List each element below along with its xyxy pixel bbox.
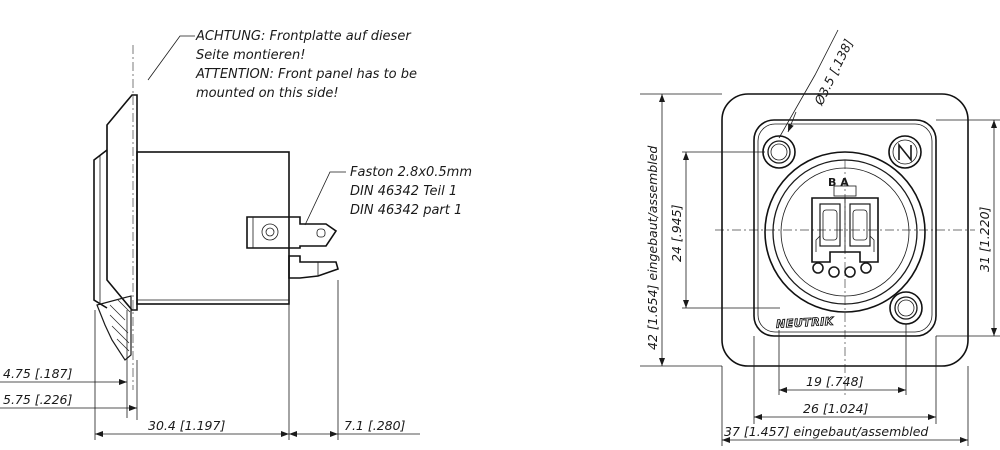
connector-outer-ring [764, 151, 926, 313]
warning-text-2: Seite montieren! [196, 48, 305, 63]
dim-width: 26 [1.024] [803, 401, 869, 416]
nose-ring [93, 149, 108, 309]
front-view [640, 29, 1000, 446]
warning-text-1: ACHTUNG: Frontplatte auf dieser [195, 29, 412, 44]
faston-terminal-2 [288, 255, 339, 279]
front-flange [106, 94, 138, 311]
faston-text-1: Faston 2.8x0.5mm [350, 165, 472, 180]
rj45-insert [811, 197, 879, 263]
dim-body-length: 30.4 [1.197] [148, 418, 225, 433]
hole-diameter-leader [778, 29, 839, 139]
brand-label: NEUTRIK [776, 315, 835, 331]
mounting-plate [753, 119, 937, 337]
housing-body [136, 151, 290, 305]
dim-hole-spacing-v: 24 [.945] [669, 204, 684, 262]
clamp-section [96, 295, 132, 361]
dim-height-assembled: 42 [1.654] eingebaut/assembled [645, 146, 660, 350]
connector-face [780, 167, 910, 297]
faston-terminal-1 [246, 216, 338, 249]
side-view [0, 35, 420, 440]
neutrik-logo-mark [888, 135, 922, 169]
faston-text-2: DIN 46342 Teil 1 [350, 184, 457, 199]
dim-terminal-length: 7.1 [.280] [344, 418, 406, 433]
dim-hole-spacing-h: 19 [.748] [806, 374, 864, 389]
dim-hole-diameter: Ø3.5 [.138] [811, 37, 856, 109]
dim-width-assembled: 37 [1.457] eingebaut/assembled [724, 424, 928, 439]
warning-text-4: mounted on this side! [196, 86, 339, 101]
outer-flange [721, 93, 969, 367]
contact-pins [812, 262, 872, 278]
dim-panel-min: 4.75 [.187] [3, 366, 73, 381]
warning-text-3: ATTENTION: Front panel has to be [195, 67, 417, 82]
warning-leader [147, 35, 195, 81]
dim-height: 31 [1.220] [977, 206, 992, 272]
mounting-hole-top-left [762, 135, 796, 169]
faston-text-3: DIN 46342 part 1 [350, 203, 462, 218]
pin-labels: B A [828, 176, 849, 189]
dim-panel-max: 5.75 [.226] [3, 392, 73, 407]
faston-leader [304, 171, 346, 226]
latch-slot [833, 185, 857, 197]
mounting-hole-bottom-right [889, 291, 923, 325]
